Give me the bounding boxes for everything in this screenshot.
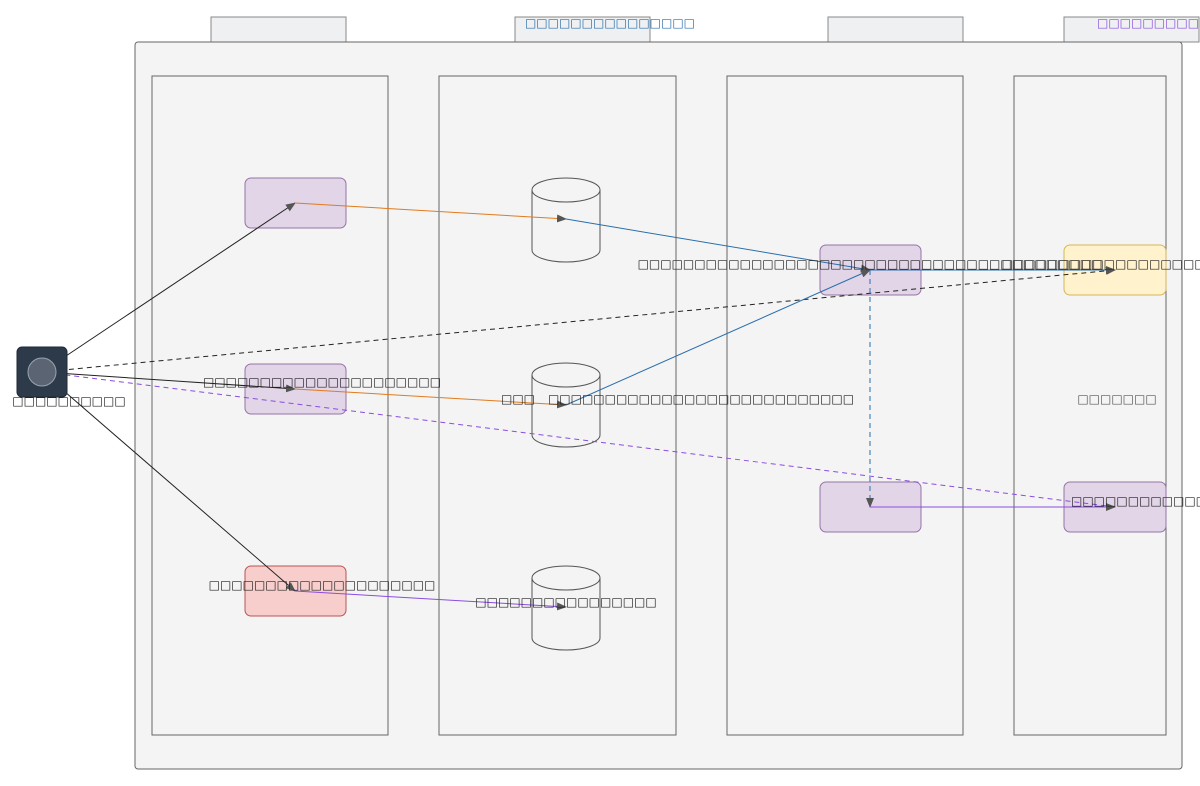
- lane-4: [1013, 75, 1167, 736]
- tab-4: [1063, 16, 1200, 43]
- tab-1: [210, 16, 347, 43]
- lane4-box-bottom-label: □□□□□□□□□□□□□□□□□□□□□□□□: [1071, 494, 1200, 508]
- db-top[interactable]: [531, 177, 601, 263]
- db-bottom-label: □□□□□□□□□□□□□□□□: [475, 595, 656, 609]
- edge-db-top-to-lane3-top: [565, 218, 871, 273]
- lane4-caption: □□□□□□□: [1077, 392, 1156, 406]
- tab-3: [827, 16, 964, 43]
- edge-lane4-bottom-to-actor-dashed: [41, 369, 1116, 508]
- tab-4-label: □□□□□□□□□□□□□□□□□□: [1097, 16, 1200, 30]
- db-mid[interactable]: [531, 362, 601, 448]
- edge-box-top-to-db-top: [294, 202, 567, 223]
- edge-box-mid-to-db-mid: [294, 388, 567, 409]
- db-mid-label-2: □□□□□□□□□□□□□□□□□□□□□□□□□□□: [548, 392, 854, 406]
- lane4-box-top-label: □□□□□□□□□□□□□□□□□□□□: [1002, 257, 1200, 271]
- actor-label: □□□□□□□□□□: [12, 394, 125, 408]
- edge-box-bottom-to-db-bottom: [294, 590, 567, 611]
- tab-2-label: □□□□□□□□□□□□□□□: [525, 16, 695, 30]
- edge-actor-to-box-top: [41, 202, 296, 373]
- edge-db-mid-to-lane3-top: [565, 269, 871, 406]
- db-bottom[interactable]: [531, 565, 601, 651]
- lane-3: [726, 75, 964, 736]
- tab-2: [514, 16, 651, 43]
- lane1-box-mid-label: □□□□□□□□□□□□□□□□□□□□□: [203, 375, 441, 389]
- db-mid-label: □□□: [501, 392, 535, 406]
- lane1-box-bottom-label: □□□□□□□□□□□□□□□□□□□□: [209, 578, 436, 592]
- actor[interactable]: [16, 346, 68, 398]
- client-icon: [27, 357, 57, 387]
- edge-actor-to-box-mid: [41, 371, 296, 393]
- edge-actor-to-box-bottom: [41, 371, 296, 592]
- lane3-box-top-label: □□□□□□□□□□□□□□□□□□□□□□□□□□□□□□□□□□□□□□□□…: [638, 257, 1103, 271]
